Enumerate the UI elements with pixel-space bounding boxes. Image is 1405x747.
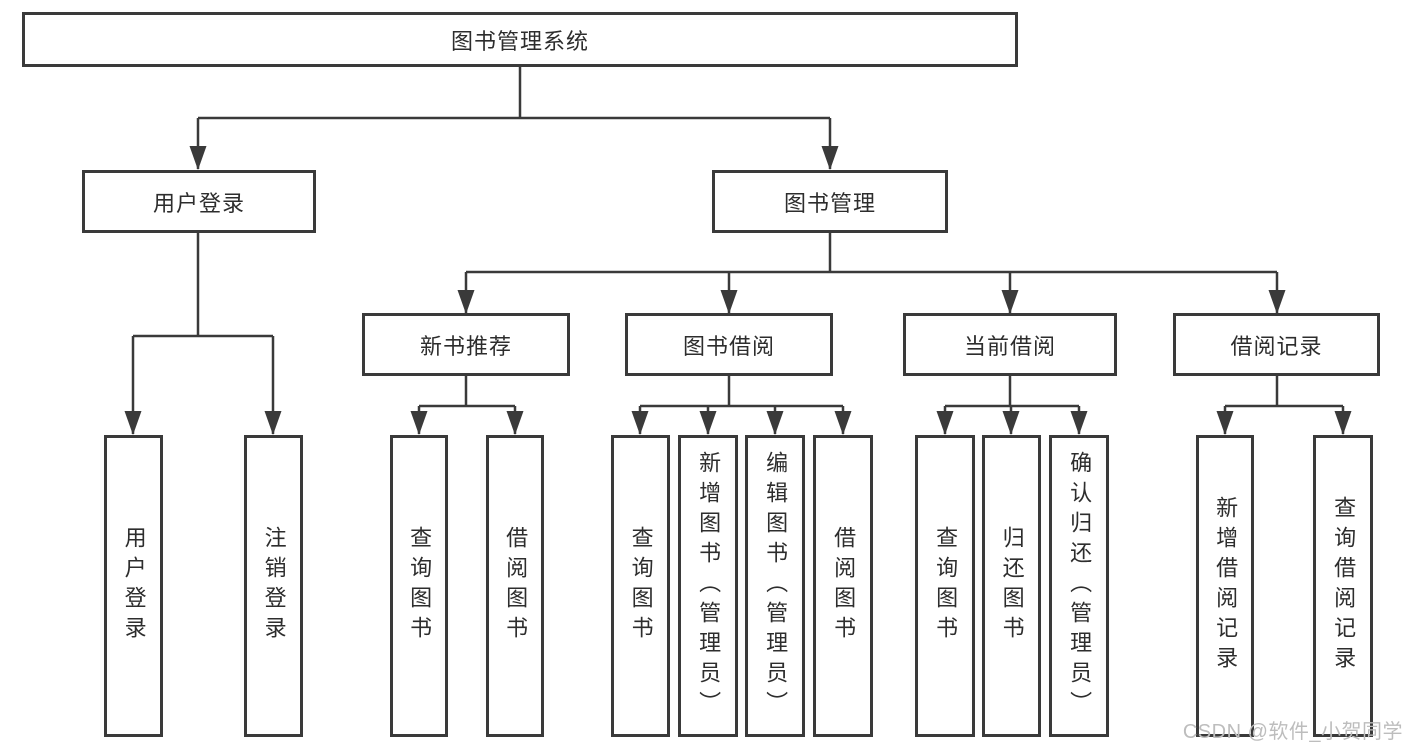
arrowhead (506, 411, 524, 435)
leaf-user-login: 用户登录 (104, 435, 163, 737)
leaf-return-books-label: 归还图书 (999, 526, 1025, 646)
arrowhead (1002, 411, 1020, 435)
leaf-return-books: 归还图书 (982, 435, 1041, 737)
leaf-logout-label: 注销登录 (261, 526, 287, 646)
leaf-borrow-books-label: 借阅图书 (831, 526, 857, 646)
node-library-system: 图书管理系统 (22, 12, 1018, 67)
node-book-management: 图书管理 (712, 170, 948, 233)
leaf-add-borrow-record: 新增借阅记录 (1196, 435, 1254, 737)
arrowhead (124, 411, 142, 435)
arrowhead (834, 411, 852, 435)
node-book-borrowing: 图书借阅 (625, 313, 833, 376)
arrowhead (457, 290, 475, 314)
leaf-borrow-books-recommend-label: 借阅图书 (503, 526, 529, 646)
arrowhead (821, 146, 839, 170)
leaf-borrow-books: 借阅图书 (813, 435, 873, 737)
arrowhead (936, 411, 954, 435)
node-book-borrowing-label: 图书借阅 (682, 333, 775, 359)
arrowhead (1001, 290, 1019, 314)
leaf-edit-books-admin: 编辑图书（管理员） (745, 435, 805, 737)
leaf-borrow-books-recommend: 借阅图书 (486, 435, 544, 737)
leaf-confirm-return-admin: 确认归还（管理员） (1049, 435, 1109, 737)
leaf-query-books-recommend-label: 查询图书 (407, 526, 433, 646)
arrowhead (189, 146, 207, 170)
node-borrowing-records-label: 借阅记录 (1230, 333, 1323, 359)
arrowhead (1268, 290, 1286, 314)
arrowhead (1070, 411, 1088, 435)
node-new-book-recommend-label: 新书推荐 (419, 333, 512, 359)
leaf-add-books-admin-label: 新增图书（管理员） (696, 451, 722, 721)
leaf-logout: 注销登录 (244, 435, 303, 737)
arrowhead (410, 411, 428, 435)
arrowhead (1334, 411, 1352, 435)
node-book-management-label: 图书管理 (783, 190, 876, 216)
node-borrowing-records: 借阅记录 (1173, 313, 1380, 376)
leaf-query-books-borrow-label: 查询图书 (628, 526, 654, 646)
tree-edges (131, 64, 1345, 434)
node-user-login-label: 用户登录 (152, 190, 245, 216)
leaf-edit-books-admin-label: 编辑图书（管理员） (763, 451, 789, 721)
leaf-query-books-borrow: 查询图书 (611, 435, 670, 737)
node-user-login: 用户登录 (82, 170, 316, 233)
leaf-query-borrow-record-label: 查询借阅记录 (1331, 496, 1357, 676)
node-current-borrowing: 当前借阅 (903, 313, 1117, 376)
arrowhead (766, 411, 784, 435)
csdn-watermark: CSDN @软件_小贺同学 (1182, 721, 1403, 743)
leaf-add-borrow-record-label: 新增借阅记录 (1213, 496, 1239, 676)
arrowhead (720, 290, 738, 314)
arrowhead (699, 411, 717, 435)
node-library-system-label: 图书管理系统 (450, 28, 589, 54)
node-new-book-recommend: 新书推荐 (362, 313, 570, 376)
leaf-add-books-admin: 新增图书（管理员） (678, 435, 738, 737)
leaf-confirm-return-admin-label: 确认归还（管理员） (1067, 451, 1093, 721)
leaf-query-books-current: 查询图书 (915, 435, 975, 737)
leaf-query-borrow-record: 查询借阅记录 (1313, 435, 1373, 737)
leaf-user-login-label: 用户登录 (121, 526, 147, 646)
node-current-borrowing-label: 当前借阅 (963, 333, 1056, 359)
arrowhead (264, 411, 282, 435)
arrowhead (631, 411, 649, 435)
leaf-query-books-recommend: 查询图书 (390, 435, 448, 737)
arrowhead (1216, 411, 1234, 435)
leaf-query-books-current-label: 查询图书 (933, 526, 959, 646)
